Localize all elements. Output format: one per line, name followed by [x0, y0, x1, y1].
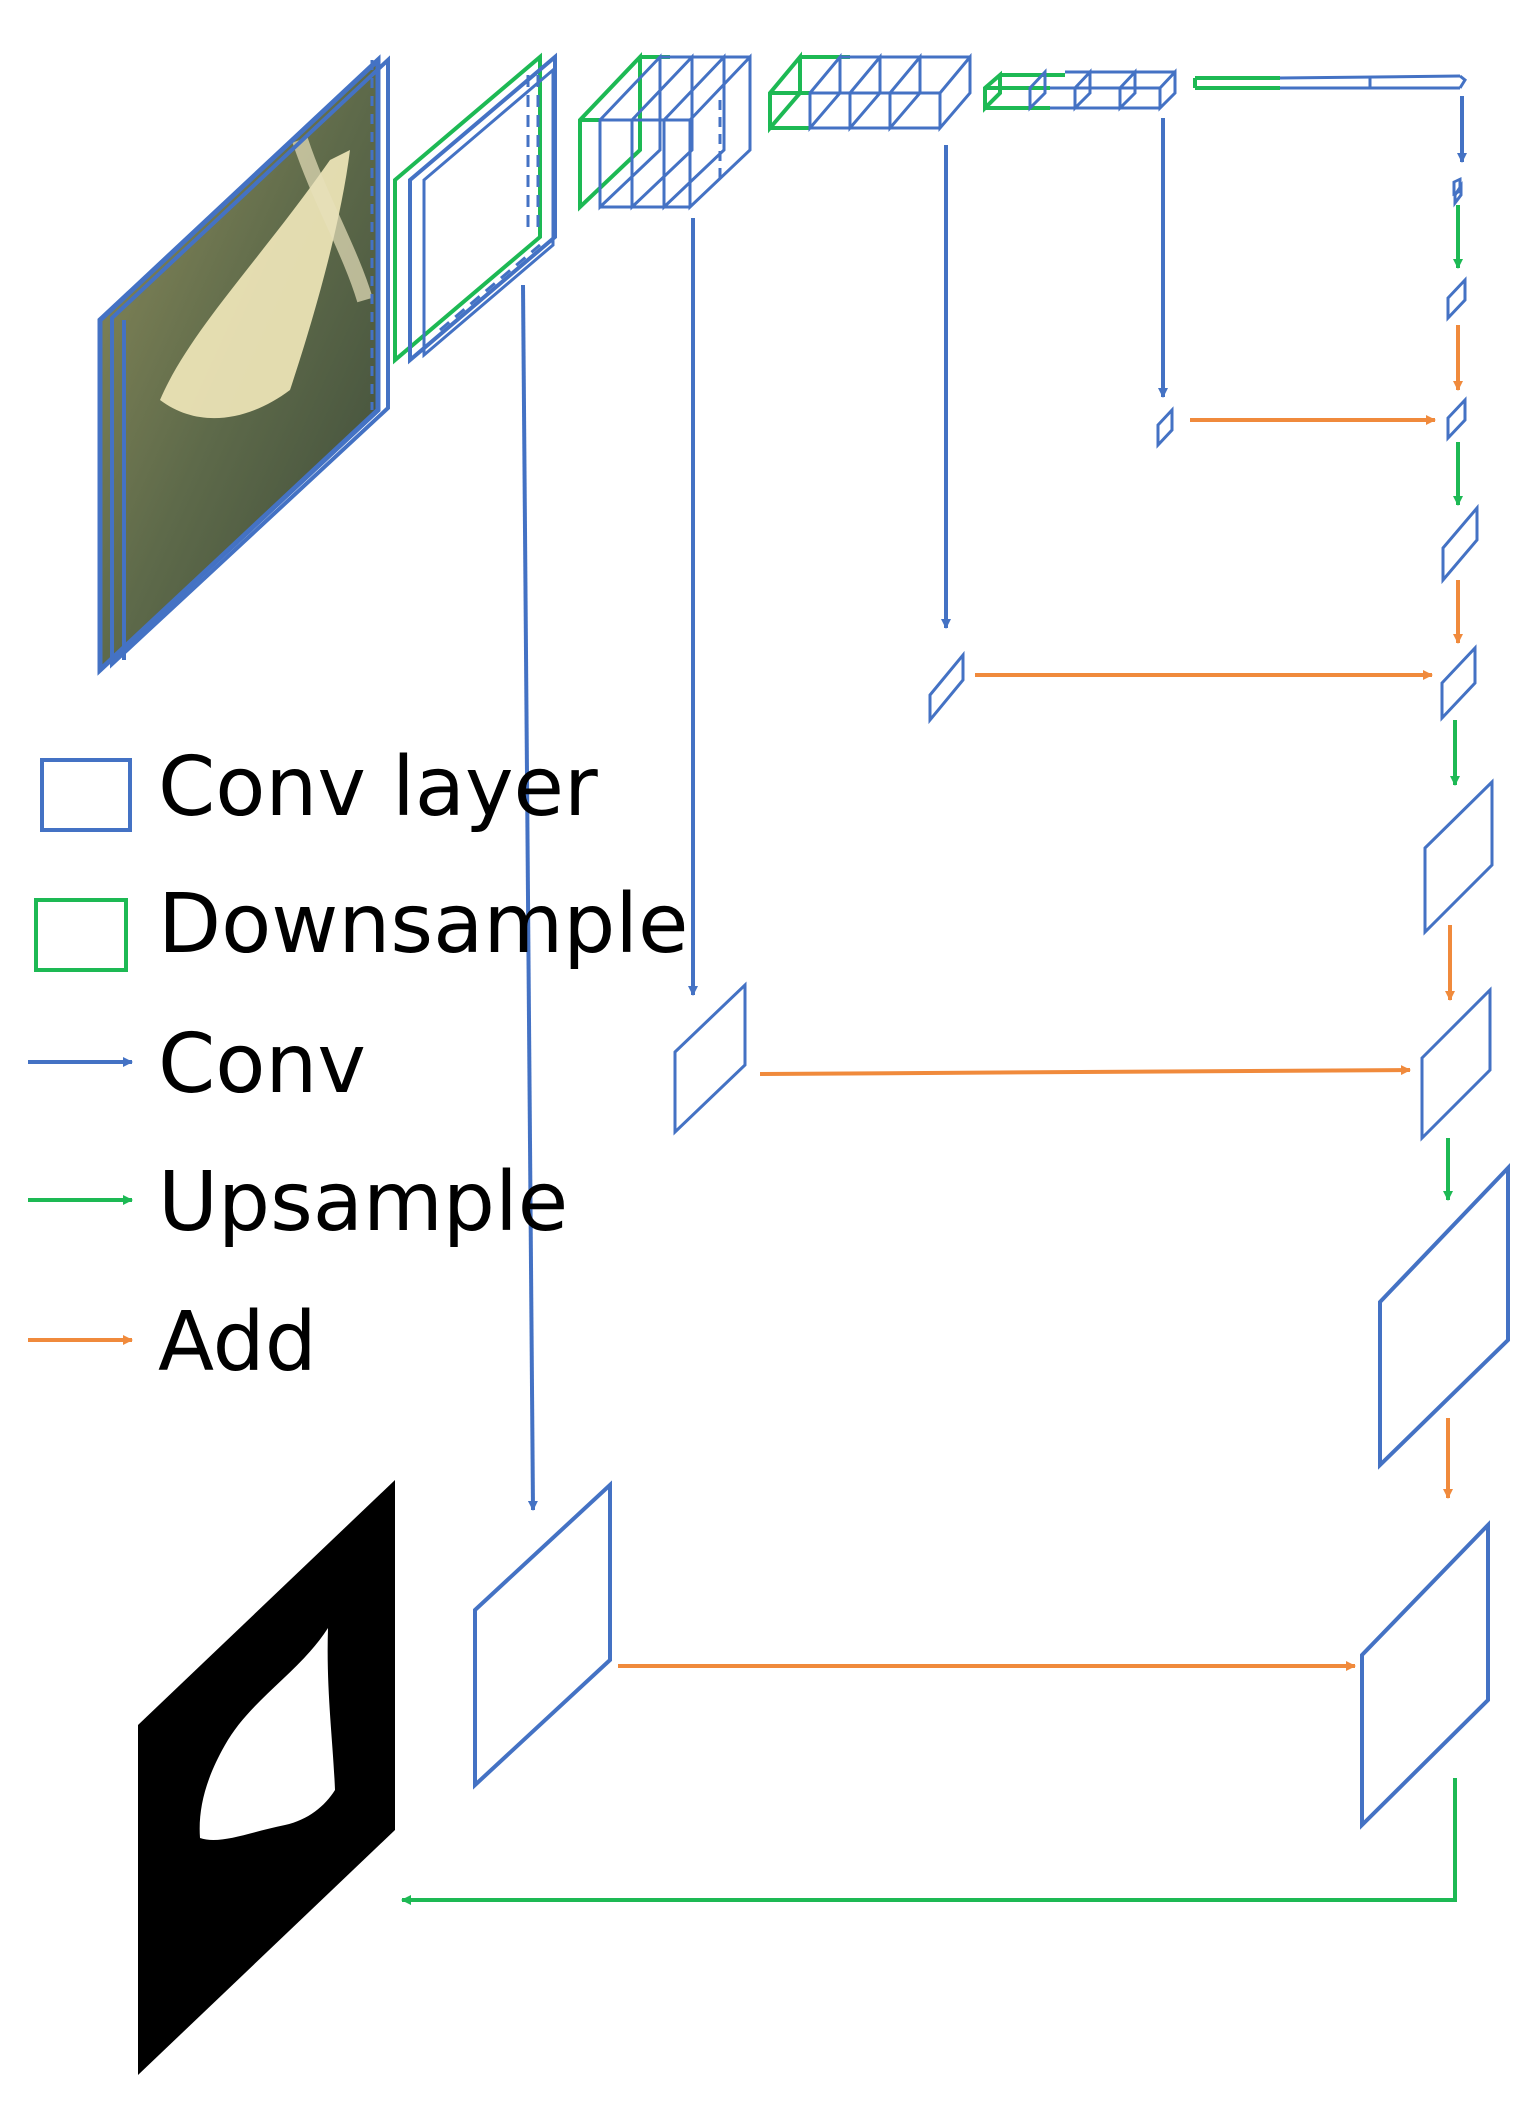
legend-item-conv-layer: Conv layer [40, 740, 598, 835]
decoder-map-7 [1420, 986, 1492, 1142]
add-arrow-h3 [759, 1065, 1411, 1076]
encoder-stage-3 [768, 51, 972, 134]
legend-label-downsample: Downsample [158, 877, 688, 972]
lateral-feature-4 [1156, 406, 1174, 449]
lateral-feature-1 [473, 1480, 612, 1790]
legend-item-add: Add [28, 1295, 317, 1390]
decoder-map-4 [1441, 503, 1479, 585]
legend-item-conv: Conv [28, 1017, 366, 1112]
encoder-stage-5 [1193, 74, 1467, 90]
encoder-stage-1 [393, 52, 557, 365]
downsample-swatch [34, 898, 128, 972]
legend-item-downsample: Downsample [34, 877, 688, 972]
encoder-stage-2 [578, 52, 752, 212]
lateral-feature-2 [673, 981, 747, 1136]
output-mask [138, 1480, 395, 2075]
decoder-map-8 [1378, 1163, 1510, 1470]
legend-label-add: Add [158, 1295, 317, 1390]
decoder-map-5 [1440, 644, 1477, 722]
decoder-map-3 [1446, 396, 1467, 442]
connections [401, 96, 1467, 1905]
upsample-arrow-output [401, 1778, 1457, 1905]
encoder-stage-4 [983, 68, 1177, 113]
legend-label-conv-layer: Conv layer [158, 740, 598, 835]
decoder-map-2 [1446, 276, 1467, 322]
legend-label-upsample: Upsample [158, 1155, 568, 1250]
input-image [97, 54, 390, 676]
decoder-map-6 [1423, 778, 1494, 936]
decoder-map-1 [1453, 181, 1463, 208]
decoder-map-9 [1360, 1520, 1490, 1830]
conv-arrow-stage1 [521, 284, 538, 1511]
legend-label-conv: Conv [158, 1017, 366, 1112]
conv-layer-swatch [40, 758, 132, 832]
lateral-feature-3 [928, 650, 965, 725]
legend-item-upsample: Upsample [28, 1155, 568, 1250]
legend: Conv layer Downsample Conv Upsample Add [28, 740, 688, 1390]
